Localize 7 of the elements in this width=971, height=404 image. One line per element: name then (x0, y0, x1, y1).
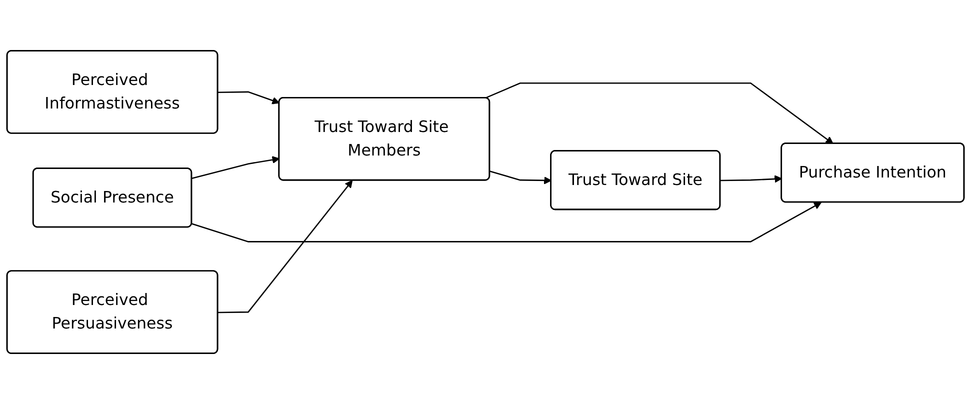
arrow (720, 175, 782, 183)
arrow (192, 156, 280, 180)
arrow (218, 180, 353, 314)
arrow (218, 91, 280, 104)
arrow (192, 202, 822, 242)
arrow (490, 170, 552, 184)
arrow (485, 82, 834, 144)
